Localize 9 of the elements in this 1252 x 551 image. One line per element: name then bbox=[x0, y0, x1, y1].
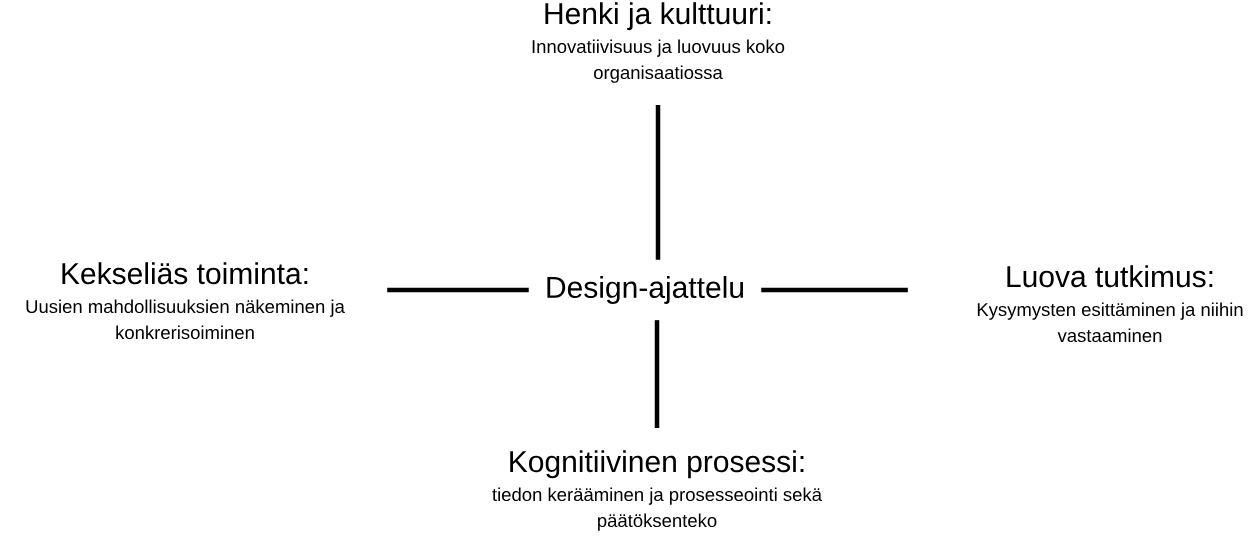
connector-line bbox=[387, 287, 529, 293]
topic-label: Henki ja kulttuuri: Innovatiivisuus ja luovuus koko organisaatiossa bbox=[532, 2, 785, 83]
topic-label: Kognitiivinen prosessi: tiedon kerääminen ja prosesseointi sekä päätöksenteko bbox=[492, 450, 822, 531]
connector-line bbox=[654, 320, 660, 428]
connector-line bbox=[655, 105, 661, 260]
connector-line bbox=[761, 287, 908, 293]
topic-label: Luova tutkimus: Kysymysten esittäminen ja niihin vastaaminen bbox=[977, 265, 1243, 343]
topic-label: Kekseliäs toiminta: Uusien mahdollisuuksien näkeminen ja konkrerisoiminen bbox=[26, 262, 345, 340]
central-concept-label: Design-ajattelu bbox=[547, 276, 744, 304]
